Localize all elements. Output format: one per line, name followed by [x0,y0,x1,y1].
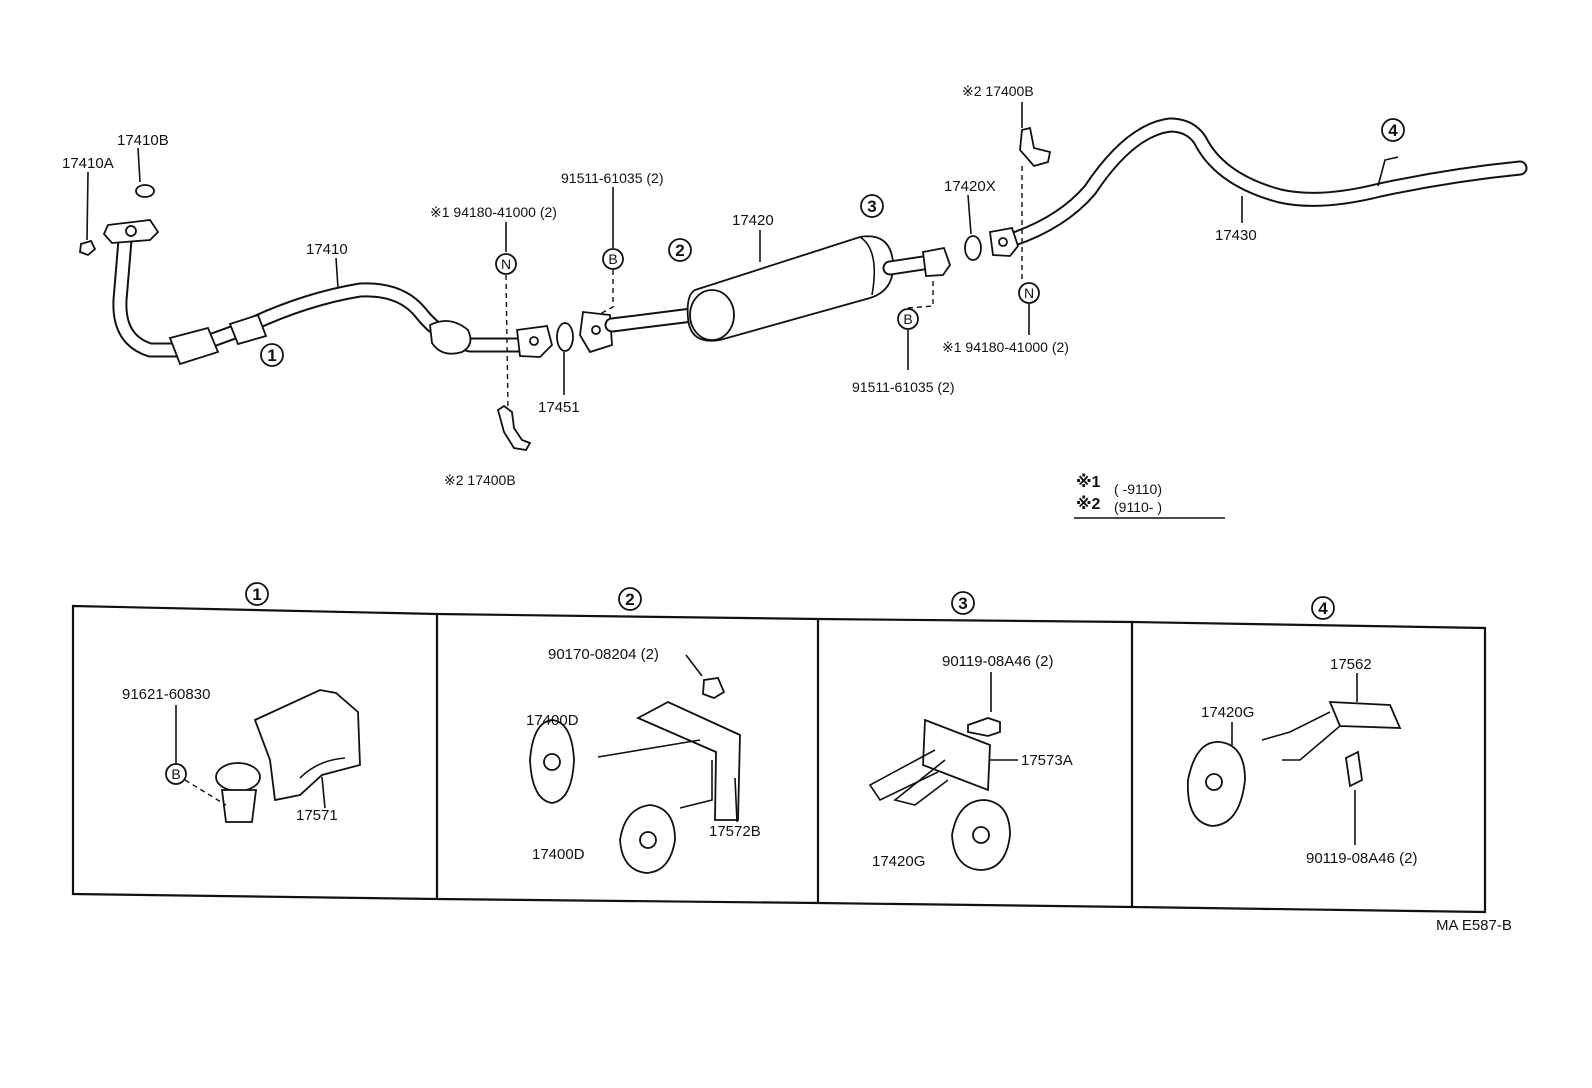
detail-3-circle-text: 3 [958,594,967,613]
leader-lines [86,102,1243,411]
bracket-17573A [922,718,991,792]
detail-4-circle-text: 4 [1318,599,1328,618]
label-17420G-d4: 17420G [1201,704,1254,721]
label-bolt-n-left: ※1 94180-41000 (2) [430,204,557,220]
detail-1-circle-text: 1 [252,585,261,604]
label-17420: 17420 [732,212,774,229]
label-91621-60830: 91621-60830 [122,686,210,703]
label-17420X: 17420X [944,178,996,195]
label-17573A: 17573A [1021,752,1073,769]
callout-4-top-text: 4 [1388,121,1398,140]
label-17400D-upper: 17400D [526,712,579,729]
detail-2-circle-text: 2 [625,590,634,609]
tail-pipe-17430 [988,117,1528,257]
callout-3-top-text: 3 [867,197,876,216]
muffler-17420 [579,235,952,354]
marker-n-right-letter: N [1024,285,1034,301]
label-17400B-left: ※2 17400B [444,472,516,488]
detail-4-header: 4 [1311,596,1335,620]
callout-2-top-text: 2 [675,241,684,260]
footnote-legend: ※1 ( -9110) ※2 (9110- ) [1074,473,1225,519]
hanger-17400B-left [496,404,532,451]
gasket-17451 [556,322,574,352]
label-17430: 17430 [1215,227,1257,244]
marker-b-right-letter: B [903,311,912,327]
front-pipe-17410 [79,184,554,366]
marker-b-left: B [602,248,624,270]
marker-n-left: N [495,253,517,275]
label-17420G-d3: 17420G [872,853,925,870]
detail-1: B 91621-60830 17571 [122,686,361,824]
exhaust-assembly: N B B N 1 2 3 4 17 [62,83,1528,519]
label-bolt-b-left: 91511-61035 (2) [561,170,663,186]
label-bolt-n-right: ※1 94180-41000 (2) [942,339,1069,355]
label-17572B: 17572B [709,823,761,840]
detail-2-header: 2 [618,587,642,611]
marker-b-left-letter: B [608,251,617,267]
gasket-17420X [964,235,982,261]
clamp-part [215,762,261,792]
bracket-17571 [253,689,361,802]
marker-b-right: B [897,308,919,330]
detail-panels: 1 2 3 4 B 91621-60830 17571 [71,582,1487,914]
detail-3-header: 3 [951,591,975,615]
nut-90170-08204 [702,677,726,699]
callout-circle-4-top: 4 [1381,118,1405,142]
bolt-90119-08A46-d3 [967,717,1001,737]
note-2-mark: ※2 [1076,495,1101,513]
label-17400D-lower: 17400D [532,846,585,863]
label-90170-08204: 90170-08204 (2) [548,646,659,663]
detail-4: 17562 17420G 90119-08A46 (2) [1187,656,1417,867]
bracket-17562 [1328,701,1402,729]
callout-1-top-text: 1 [267,346,276,365]
note-2-range: (9110- ) [1114,499,1162,515]
label-90119-08A46-d3: 90119-08A46 (2) [942,653,1053,670]
label-90119-08A46-d4: 90119-08A46 (2) [1306,850,1417,867]
marker-n-left-letter: N [501,256,511,272]
detail-3: 90119-08A46 (2) 17573A 17420G [868,653,1073,871]
label-17410A: 17410A [62,155,114,172]
bolt-90119-08A46-d4 [1345,750,1363,788]
callout-circle-1-top: 1 [260,343,284,367]
detail-1-header: 1 [245,582,269,606]
label-17571: 17571 [296,807,338,824]
label-17400B-right: ※2 17400B [962,83,1034,99]
hanger-17400B-right [1019,126,1052,168]
label-17410: 17410 [306,241,348,258]
document-code: MA E587-B [1436,917,1512,934]
detail-2: 90170-08204 (2) 17400D 17400D 17572B [526,646,761,874]
callout-circle-2-top: 2 [668,238,692,262]
marker-b-detail-1-letter: B [171,766,180,782]
label-17562: 17562 [1330,656,1372,673]
bracket-17572B [635,700,741,821]
label-bolt-b-right: 91511-61035 (2) [852,379,954,395]
callout-circle-3-top: 3 [860,194,884,218]
label-17451: 17451 [538,399,580,416]
label-17410B: 17410B [117,132,169,149]
note-1-range: ( -9110) [1114,481,1162,497]
marker-n-right: N [1018,282,1040,304]
note-1-mark: ※1 [1076,473,1101,491]
